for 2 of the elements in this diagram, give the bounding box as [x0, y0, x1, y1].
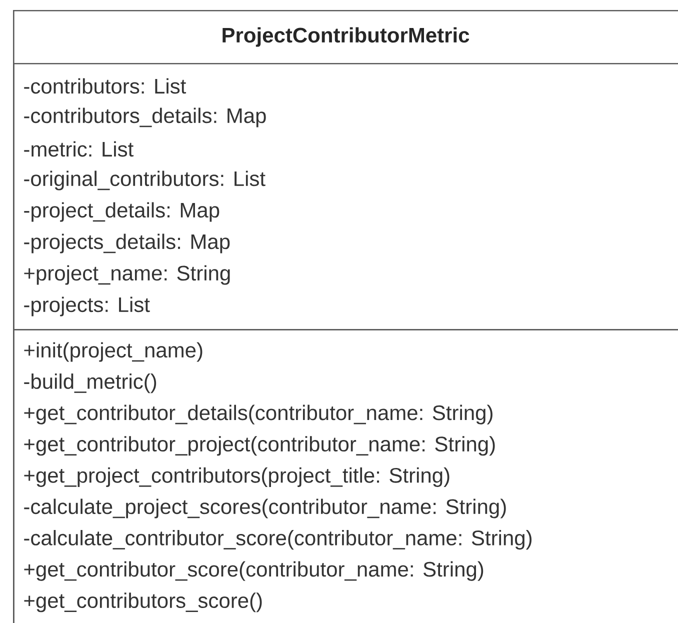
attribute-compartment: -contributors: List -contributors_details: Map -metric: List -original_contributors: List -project_details: Map -projects_details: Map +project_name: String -projects: List	[13, 63, 678, 330]
method-compartment: +init(project_name) -build_metric() +get_contributor_details(contributor_name: String) +get_contributor_project(contributor_name: String) +get_project_contributors(project_title: String) -calculate_project_scores(contributor_name: String) -calculate_contributor_score(contributor_name: String) +get_contributor_score(contributor_name: String) +get_contributors_score()	[13, 329, 678, 623]
